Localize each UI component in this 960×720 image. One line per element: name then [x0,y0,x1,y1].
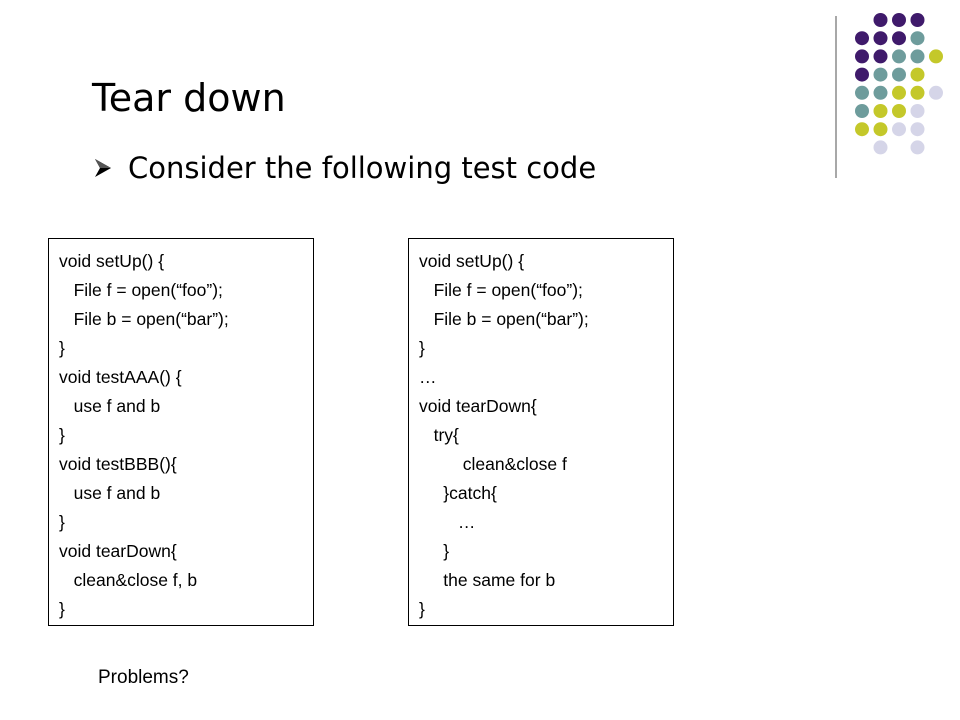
decorative-dot [873,49,888,64]
code-line: try{ [419,425,459,445]
decorative-dot [855,67,869,82]
decorative-dot [892,49,906,64]
code-line: void setUp() { [59,251,165,271]
decorative-dot [910,49,925,64]
decorative-dot [929,49,943,64]
vertical-divider [835,16,837,178]
decorative-dot [910,85,925,100]
decorative-dot [892,13,906,27]
code-line: use f and b [59,483,161,503]
code-line: } [59,599,65,619]
code-line: } [59,512,65,532]
code-line: void tearDown{ [59,541,177,561]
decorative-dot [892,122,906,137]
code-line: … [419,512,476,532]
bullet-text: Consider the following test code [128,151,597,185]
decorative-dot [873,122,888,137]
code-line: void testAAA() { [59,367,182,387]
arrow-bullet-icon [95,159,111,177]
code-line: void tearDown{ [419,396,537,416]
code-line: } [419,599,425,619]
code-line: use f and b [59,396,161,416]
decorative-dot [855,122,869,137]
code-line: clean&close f, b [59,570,198,590]
code-line: … [419,367,437,387]
code-line: File f = open(“foo”); [419,280,583,300]
decorative-dot-grid [855,13,943,155]
decorative-dot [873,31,888,46]
decorative-dot [873,13,888,27]
decorative-dot [910,122,925,137]
problems-label: Problems? [98,667,189,688]
code-line: } [419,541,450,561]
decorative-dot [892,67,906,82]
decorative-dot [855,104,869,118]
decorative-dot [855,31,869,46]
code-line: the same for b [419,570,556,590]
code-line: clean&close f [419,454,567,474]
decorative-dot [892,85,906,100]
decorative-dot [855,85,869,100]
code-block-right: void setUp() { File f = open(“foo”); Fil… [408,238,674,626]
code-line: File b = open(“bar”); [419,309,589,329]
decorative-dot [892,31,906,46]
code-line: void testBBB(){ [59,454,177,474]
decorative-dot [910,67,925,82]
decorative-dot [892,104,906,118]
decorative-dot [929,85,943,100]
decorative-dot [873,104,888,118]
code-line: File f = open(“foo”); [59,280,223,300]
code-line: void setUp() { [419,251,525,271]
code-line: } [419,338,425,358]
decorative-dot [910,31,925,46]
code-line: } [59,425,65,445]
code-line: } [59,338,65,358]
decorative-dot [855,49,869,64]
slide-title: Tear down [92,76,286,120]
bullet-item: Consider the following test code [92,146,596,190]
decorative-dot [910,13,925,27]
decorative-dot [873,67,888,82]
code-line: }catch{ [419,483,497,503]
code-block-left: void setUp() { File f = open(“foo”); Fil… [48,238,314,626]
decorative-dot [910,104,925,118]
decorative-dot [910,140,925,155]
decorative-dot [873,85,888,100]
code-line: File b = open(“bar”); [59,309,229,329]
decorative-dot [873,140,888,155]
